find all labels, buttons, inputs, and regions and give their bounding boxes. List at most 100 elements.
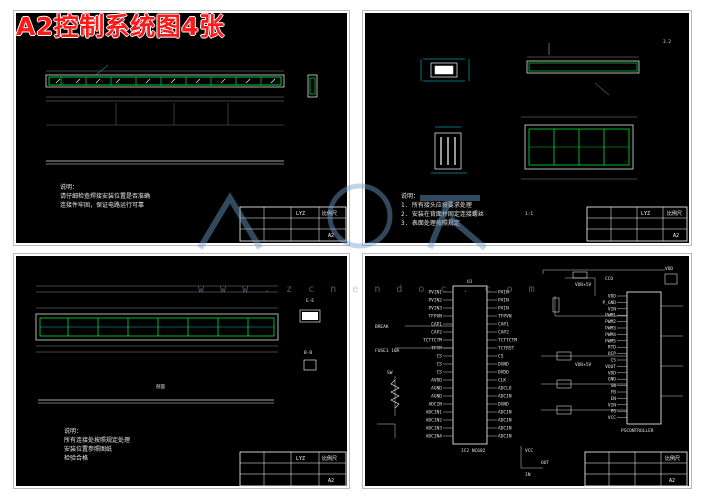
right-pins-label-9: OCP — [608, 351, 616, 357]
s2-tb-r2c3: A2 — [673, 233, 679, 239]
left-pins-l-label-4: CAP1 — [431, 322, 442, 328]
left-pins-l-label-13: AGND — [431, 394, 442, 400]
sch-label-vcc: VCC — [525, 448, 533, 454]
left-pins-r-label-9: DGND — [498, 362, 509, 368]
left-pins-l-label-11: AVDD — [431, 378, 442, 384]
s3-tb-r2c3: A2 — [328, 478, 334, 484]
s3-note-0: 说明： — [64, 428, 83, 435]
s3-note-1: 所有连接处按照规定处理 — [64, 437, 131, 444]
s2-note-2: 2. 安装在背面并固定连接螺丝 — [401, 211, 484, 218]
right-pins-label-11: VOUT — [605, 364, 616, 370]
sheet-3: LYZ 比例尺 A2 E-E B-B 剖面 说明： 所有连接处按照规定处理 安装… — [13, 253, 350, 489]
left-pins-r-label-11: CLK — [498, 378, 506, 384]
left-pins-l-label-0: PVIN1 — [428, 290, 442, 296]
s2-note-3: 3. 表面处理按照规定 — [401, 220, 460, 227]
right-pins-label-10: CS — [611, 358, 617, 364]
left-pins-l-label-18: ADCIN4 — [426, 434, 443, 440]
left-pins-r-label-17: ADCIN — [498, 426, 512, 432]
s2-tb-r1c2: LYZ — [641, 211, 650, 217]
left-pins-r-label-13: ADCIN — [498, 394, 512, 400]
left-pins-l-label-16: ADCIN2 — [426, 418, 443, 424]
right-pins-label-17: VIN — [608, 402, 616, 408]
s3-label-section: 剖面 — [156, 383, 165, 390]
left-pins-l-label-14: ADCIN — [428, 402, 442, 408]
ic-left-ref: U1 — [467, 279, 473, 285]
s1-note-0: 说明： — [60, 184, 79, 191]
left-pins-r-label-2: PVIN — [498, 306, 509, 312]
sch-label-cco: CCO — [605, 276, 613, 282]
right-pins-label-1: P_GND — [602, 300, 616, 306]
right-pins-label-14: SW — [611, 383, 617, 389]
s1-tb-r1c3: 比例尺 — [322, 210, 337, 217]
s3-tb-r1c3: 比例尺 — [322, 455, 337, 462]
left-pins-r-label-0: PVIN — [498, 290, 509, 296]
left-pins-l-label-5: CAP2 — [431, 330, 442, 336]
left-pins-r-label-15: ADCIN — [498, 410, 512, 416]
left-pins-r-label-1: PVIN — [498, 298, 509, 304]
s1-note-2: 连接件牢固，保证电路运行可靠 — [60, 202, 145, 209]
right-pins-label-5: PWM3 — [605, 326, 616, 332]
left-pins-l-label-9: CS — [437, 362, 443, 368]
left-pins-r-label-8: CS — [498, 354, 504, 360]
right-pins-label-8: RTD — [608, 345, 616, 351]
left-pins-r-label-6: TCTTCTM — [498, 338, 517, 344]
right-pins-label-15: FB — [611, 390, 617, 396]
left-pins-l-label-7: TFTP — [431, 346, 442, 352]
ic-left-pins-left: PVIN1PVIN2PVIN3TFPVNCAP1CAP2TCTTCTMTFTPC… — [423, 290, 453, 440]
left-pins-r-label-16: ADCIN — [498, 418, 512, 424]
s1-tb-r1c2: LYZ — [296, 211, 305, 217]
left-pins-l-label-3: TFPVN — [428, 314, 442, 320]
left-pins-l-label-10: CS — [437, 370, 443, 376]
sch-label-break: BREAK — [375, 324, 389, 330]
sch-label-out: OUT — [541, 460, 549, 466]
right-pins-label-2: VIN — [608, 306, 616, 312]
sheet-1-drawing: LYZ 比例尺 A2 — [45, 64, 347, 242]
sch-label-fuse: FUSE1 10A — [375, 348, 400, 354]
ic-left-part: IC2 NC682 — [461, 448, 486, 454]
left-pins-r-label-14: DGND — [498, 402, 509, 408]
right-pins-label-13: GND — [608, 377, 616, 383]
s2-note-1: 1. 所有接头应按要求处理 — [401, 202, 472, 209]
sch-label-in: IN — [525, 472, 531, 478]
right-pins-label-6: PWM4 — [605, 332, 616, 338]
s4-tb-r1c3: 比例尺 — [665, 455, 680, 462]
sch-label-vdd1: VDD+5V — [575, 282, 592, 288]
left-pins-r-label-7: TCTRST — [498, 346, 515, 352]
left-pins-r-label-4: CAP1 — [498, 322, 509, 328]
sch-label-vdd2: VDD+5V — [575, 362, 592, 368]
left-pins-r-label-10: DVDD — [498, 370, 509, 376]
s4-tb-r2c3: A2 — [669, 478, 675, 484]
sheet-2-drawing: LYZ 比例尺 A2 3.2 1:1 — [420, 39, 688, 242]
s3-label-ee: E-E — [306, 298, 314, 304]
right-pins-label-0: VDD — [608, 294, 616, 300]
s3-tb-r1c2: LYZ — [296, 456, 305, 462]
left-pins-l-label-2: PVIN3 — [428, 306, 442, 312]
s3-note-2: 安装位置参照图纸 — [64, 446, 113, 453]
left-pins-r-label-3: TFPVN — [498, 314, 512, 320]
left-pins-l-label-8: CS — [437, 354, 443, 360]
watermark-logo — [197, 183, 487, 251]
left-pins-l-label-12: AGND — [431, 386, 442, 392]
left-pins-l-label-17: ADCIN3 — [426, 426, 443, 432]
watermark-url: w w w . z c n e n d o c . c o m — [198, 284, 540, 295]
left-pins-r-label-5: CAP2 — [498, 330, 509, 336]
right-pins-label-7: PWM5 — [605, 338, 616, 344]
left-pins-r-label-18: ADCIN — [498, 434, 512, 440]
left-pins-l-label-1: PVIN2 — [428, 298, 442, 304]
s2-corner-roughness: 3.2 — [663, 39, 671, 45]
s2-tb-r1c3: 比例尺 — [667, 210, 682, 217]
sch-label-vdd: VDD — [665, 266, 673, 272]
sheet-1: LYZ 比例尺 A2 说明： 请仔细检查焊接安装位置是否准确 连接件牢固，保证电… — [13, 10, 350, 246]
right-pins-label-4: PWM2 — [605, 319, 616, 325]
s3-note-3: 检验合格 — [64, 455, 89, 462]
right-pins-label-12: VDD — [608, 370, 616, 376]
page-title: A2控制系统图4张 — [16, 12, 225, 41]
s3-label-bb: B-B — [304, 350, 312, 356]
right-pins-label-19: VCC — [608, 415, 616, 421]
s1-tb-r2c3: A2 — [328, 233, 334, 239]
s2-section-scale: 1:1 — [525, 211, 533, 217]
